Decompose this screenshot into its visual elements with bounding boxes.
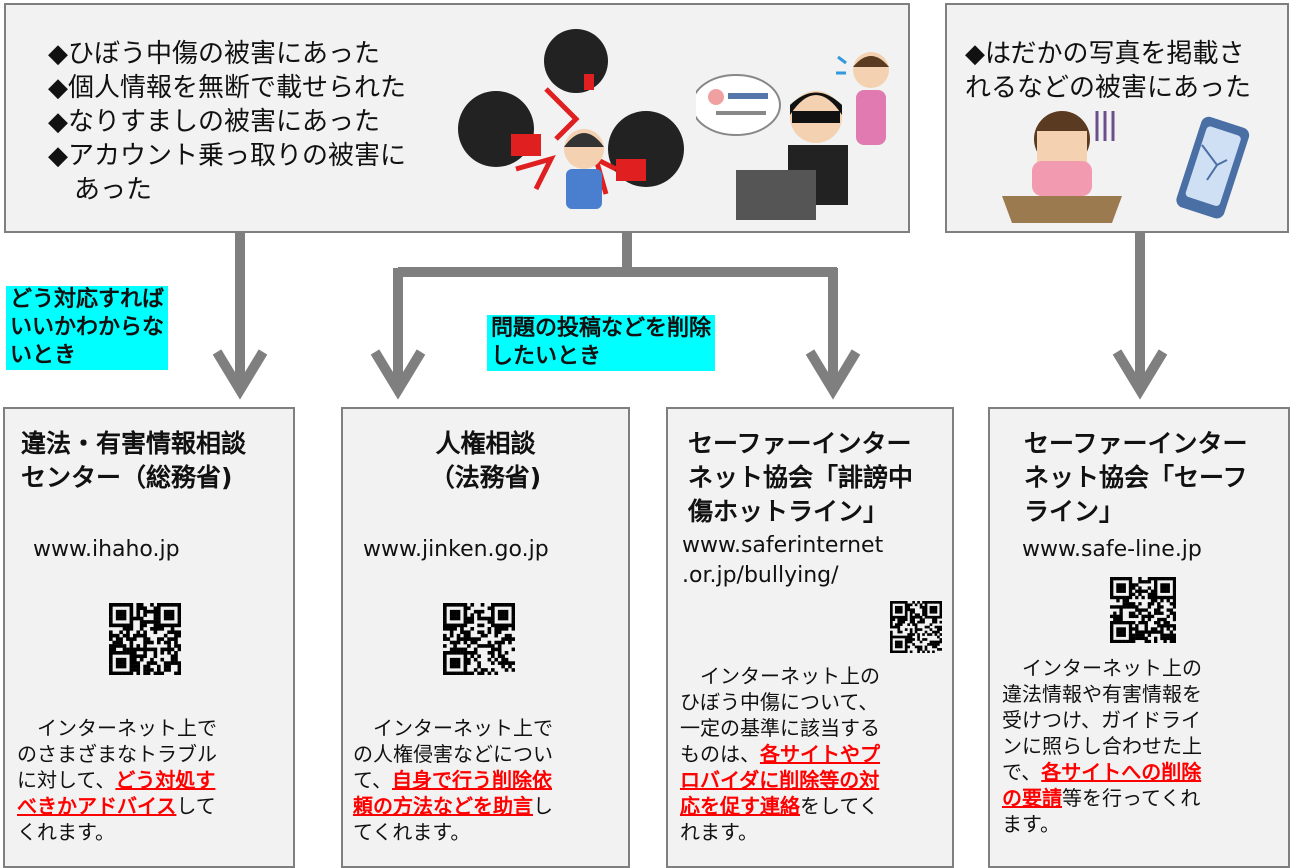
- description-line: ロバイダに削除等の対: [680, 767, 880, 793]
- description-line: ものは、各サイトやプ: [680, 742, 880, 766]
- card-title: 違法・有害情報相談センター（総務省): [21, 429, 247, 492]
- description-line: ンに照らし合わせた上: [1002, 734, 1202, 758]
- description-line: ます。: [1002, 812, 1060, 836]
- card-description: インターネット上での人権侵害などについて、自身で行う削除依頼の方法などを助言して…: [353, 715, 553, 845]
- distressed-girl-illustration: [1002, 111, 1122, 223]
- description-line: 一定の基準に該当する: [680, 716, 880, 740]
- qr-code-icon[interactable]: [1110, 577, 1176, 643]
- emphasized-text: 各サイトへの削除: [1041, 760, 1202, 784]
- card-description: インターネット上でのさまざまなトラブルに対して、どう対処すべきかアドバイスしてく…: [17, 715, 217, 845]
- emphasized-text: どう対処す: [115, 768, 216, 792]
- case-item: れるなどの被害にあった: [965, 73, 1252, 103]
- qr-code-icon[interactable]: [890, 601, 942, 653]
- card-description: インターネット上の違法情報や有害情報を受けつけ、ガイドラインに照らし合わせた上で…: [1002, 655, 1202, 837]
- card-safe-line: セーファーインターネット協会「セーフライン」 www.safe-line.jp …: [988, 407, 1290, 868]
- emphasized-text: 頼の方法などを助言: [353, 794, 533, 818]
- impersonation-illustration: [696, 52, 889, 220]
- description-line: の人権侵害などについ: [353, 742, 553, 766]
- description-line: インターネット上の: [1002, 656, 1202, 680]
- description-line: 応を促す連絡をしてく: [680, 794, 879, 818]
- description-line: で、各サイトへの削除: [1002, 760, 1202, 784]
- broken-phone-illustration: [1176, 116, 1250, 219]
- case-item: ◆はだかの写真を掲載さ: [965, 39, 1245, 69]
- description-line: れます。: [680, 820, 758, 844]
- description-line: べきかアドバイスして: [17, 794, 216, 818]
- tag-delete: 問題の投稿などを削除 したいとき: [487, 315, 716, 371]
- tag-unsure: どう対応すれば いいかわからな いとき: [6, 286, 169, 370]
- case-box-nude-photo: ◆はだかの写真を掲載さ れるなどの被害にあった: [945, 3, 1289, 233]
- card-jinken: 人権相談（法務省) www.jinken.go.jp インターネット上での人権侵…: [341, 407, 630, 868]
- card-url[interactable]: www.ihaho.jp: [33, 537, 180, 562]
- qr-code-icon[interactable]: [109, 603, 181, 675]
- card-description: インターネット上のひぼう中傷について、一定の基準に該当するものは、各サイトやプロ…: [680, 663, 880, 845]
- description-line: 頼の方法などを助言し: [353, 794, 553, 818]
- emphasized-text: べきかアドバイス: [17, 794, 177, 818]
- description-line: 違法情報や有害情報を: [1002, 682, 1202, 706]
- description-line: インターネット上の: [680, 664, 880, 688]
- description-line: ひぼう中傷について、: [680, 690, 879, 714]
- description-line: に対して、どう対処す: [17, 768, 216, 792]
- card-title: セーファーインターネット協会「誹謗中傷ホットライン」: [688, 429, 914, 526]
- case-item: ◆個人情報を無断で載せられた: [48, 73, 406, 103]
- case-box-general: ◆ひぼう中傷の被害にあった ◆個人情報を無断で載せられた ◆なりすましの被害にあ…: [4, 3, 910, 233]
- card-title: 人権相談（法務省): [429, 429, 542, 492]
- card-url[interactable]: www.saferinternet.or.jp/bullying/: [682, 533, 884, 588]
- card-bullying-hotline: セーファーインターネット協会「誹謗中傷ホットライン」 www.saferinte…: [666, 407, 954, 868]
- card-url[interactable]: www.jinken.go.jp: [363, 537, 549, 562]
- case-item: ◆なりすましの被害にあった: [48, 107, 380, 137]
- emphasized-text: の要請: [1002, 786, 1062, 810]
- card-title: セーファーインターネット協会「セーフライン」: [1024, 429, 1248, 526]
- case-item: ◆ひぼう中傷の被害にあった: [48, 39, 380, 69]
- arrow-down-icon: [212, 349, 268, 400]
- description-line: てくれます。: [353, 820, 471, 844]
- emphasized-text: 自身で行う削除依: [392, 768, 552, 792]
- emphasized-text: 応を促す連絡: [680, 794, 800, 818]
- emphasized-text: ロバイダに削除等の対: [680, 768, 880, 792]
- description-line: て、自身で行う削除依: [353, 768, 552, 792]
- description-line: 受けつけ、ガイドライ: [1002, 708, 1201, 732]
- harassment-illustration: [458, 29, 684, 209]
- qr-code-icon[interactable]: [443, 603, 515, 675]
- description-line: くれます。: [17, 820, 115, 844]
- description-line: のさまざまなトラブル: [17, 742, 217, 766]
- description-line: インターネット上で: [353, 716, 553, 740]
- description-line: インターネット上で: [17, 716, 217, 740]
- emphasized-text: 各サイトやプ: [760, 742, 880, 766]
- card-ihaho: 違法・有害情報相談センター（総務省) www.ihaho.jp インターネット上…: [3, 407, 295, 868]
- case-item: あった: [74, 175, 153, 205]
- card-url[interactable]: www.safe-line.jp: [1022, 537, 1202, 562]
- description-line: の要請等を行ってくれ: [1002, 786, 1201, 810]
- case-item: ◆アカウント乗っ取りの被害に: [48, 141, 406, 171]
